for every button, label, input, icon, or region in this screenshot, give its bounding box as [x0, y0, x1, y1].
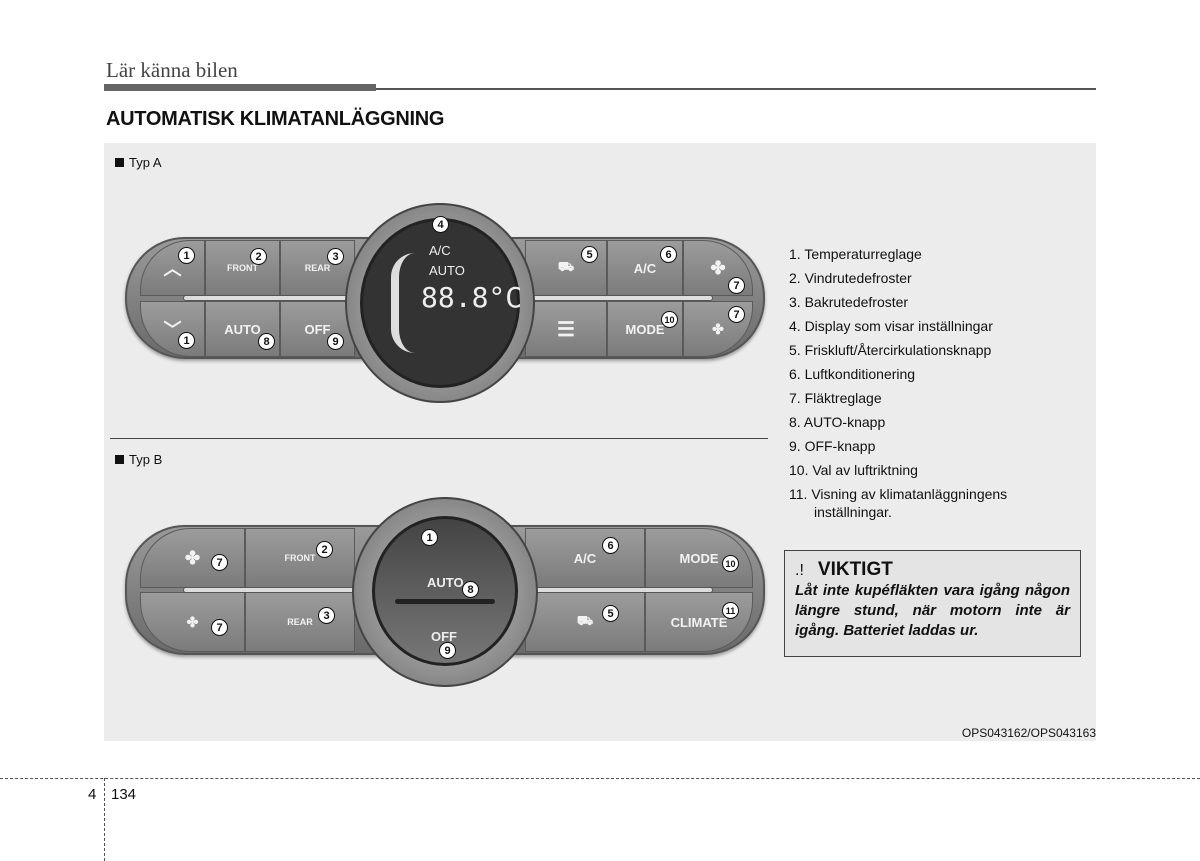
list-item: 6. Luftkonditionering	[789, 366, 916, 382]
display: A/C AUTO 88.8°C	[360, 218, 523, 388]
list-item: 7. Fläktreglage	[789, 390, 882, 406]
rear-defrost-icon: REAR	[280, 240, 355, 296]
section-title: Lär känna bilen	[106, 58, 238, 82]
recirculation-icon: ⛟	[525, 592, 645, 652]
warning-icon: .!	[795, 562, 804, 579]
display-temp: 88.8°C	[421, 281, 523, 314]
divider	[110, 438, 768, 439]
header-rule	[376, 88, 1096, 90]
callout: 4	[432, 216, 449, 233]
list-item: inställningar.	[814, 504, 892, 520]
warning-text: Låt inte kupéfläkten vara igång någon lä…	[795, 582, 1070, 639]
callout: 10	[722, 555, 739, 572]
ac-label: A/C	[525, 528, 645, 588]
off-label: OFF	[431, 629, 457, 644]
header-bar	[104, 84, 376, 91]
callout: 1	[178, 332, 195, 349]
type-a-label: Typ A	[115, 155, 162, 170]
off-label: OFF	[280, 301, 355, 357]
callout: 10	[661, 311, 678, 328]
callout: 3	[318, 607, 335, 624]
list-item: 4. Display som visar inställningar	[789, 318, 993, 334]
warning-box: .! VIKTIGT Låt inte kupéfläkten vara igån…	[784, 550, 1081, 657]
callout: 1	[178, 247, 195, 264]
callout: 1	[421, 529, 438, 546]
footer-rule	[0, 778, 1200, 779]
chapter-number: 4	[88, 786, 97, 803]
front-defrost-icon: FRONT	[205, 240, 280, 296]
page-title: AUTOMATISK KLIMATANLÄGGNING	[106, 108, 445, 130]
callout: 11	[722, 602, 739, 619]
legend-list: 1. Temperaturreglage 2. Vindrutedefroste…	[789, 242, 1007, 521]
rear-defrost-icon: REAR	[245, 592, 355, 652]
callout: 2	[250, 248, 267, 265]
callout: 7	[211, 554, 228, 571]
callout: 5	[602, 605, 619, 622]
list-item: 9. OFF-knapp	[789, 438, 876, 454]
callout: 2	[316, 541, 333, 558]
callout: 7	[728, 277, 745, 294]
callout: 8	[462, 581, 479, 598]
callout: 5	[581, 246, 598, 263]
control-knob: AUTO OFF	[372, 516, 518, 666]
callout: 7	[728, 306, 745, 323]
fan-level-bar	[391, 253, 415, 353]
list-item: 3. Bakrutedefroster	[789, 294, 909, 310]
callout: 6	[660, 246, 677, 263]
callout: 6	[602, 537, 619, 554]
display-auto: AUTO	[429, 263, 465, 278]
list-item: 5. Friskluft/Återcirkulationsknapp	[789, 342, 992, 358]
list-item: 11. Visning av klimatanläggningens	[789, 486, 1008, 502]
list-item: 10. Val av luftriktning	[789, 462, 918, 478]
front-defrost-icon: FRONT	[245, 528, 355, 588]
callout: 8	[258, 333, 275, 350]
page-number: 134	[111, 786, 137, 803]
auto-label: AUTO	[427, 575, 464, 590]
list-item: 1. Temperaturreglage	[789, 246, 922, 262]
callout: 7	[211, 619, 228, 636]
warning-title: VIKTIGT	[817, 559, 893, 580]
list-item: 2. Vindrutedefroster	[789, 270, 912, 286]
mode-label: MODE	[607, 301, 683, 357]
figure-code: OPS043162/OPS043163	[961, 726, 1096, 740]
callout: 9	[327, 333, 344, 350]
footer-divider	[104, 778, 105, 861]
callout: 3	[327, 248, 344, 265]
list-item: 8. AUTO-knapp	[789, 414, 886, 430]
callout: 9	[439, 642, 456, 659]
temp-up-icon: ︿	[140, 240, 205, 296]
display-ac: A/C	[429, 243, 451, 258]
type-b-label: Typ B	[115, 452, 162, 467]
vent-icon: ☰	[525, 301, 607, 357]
